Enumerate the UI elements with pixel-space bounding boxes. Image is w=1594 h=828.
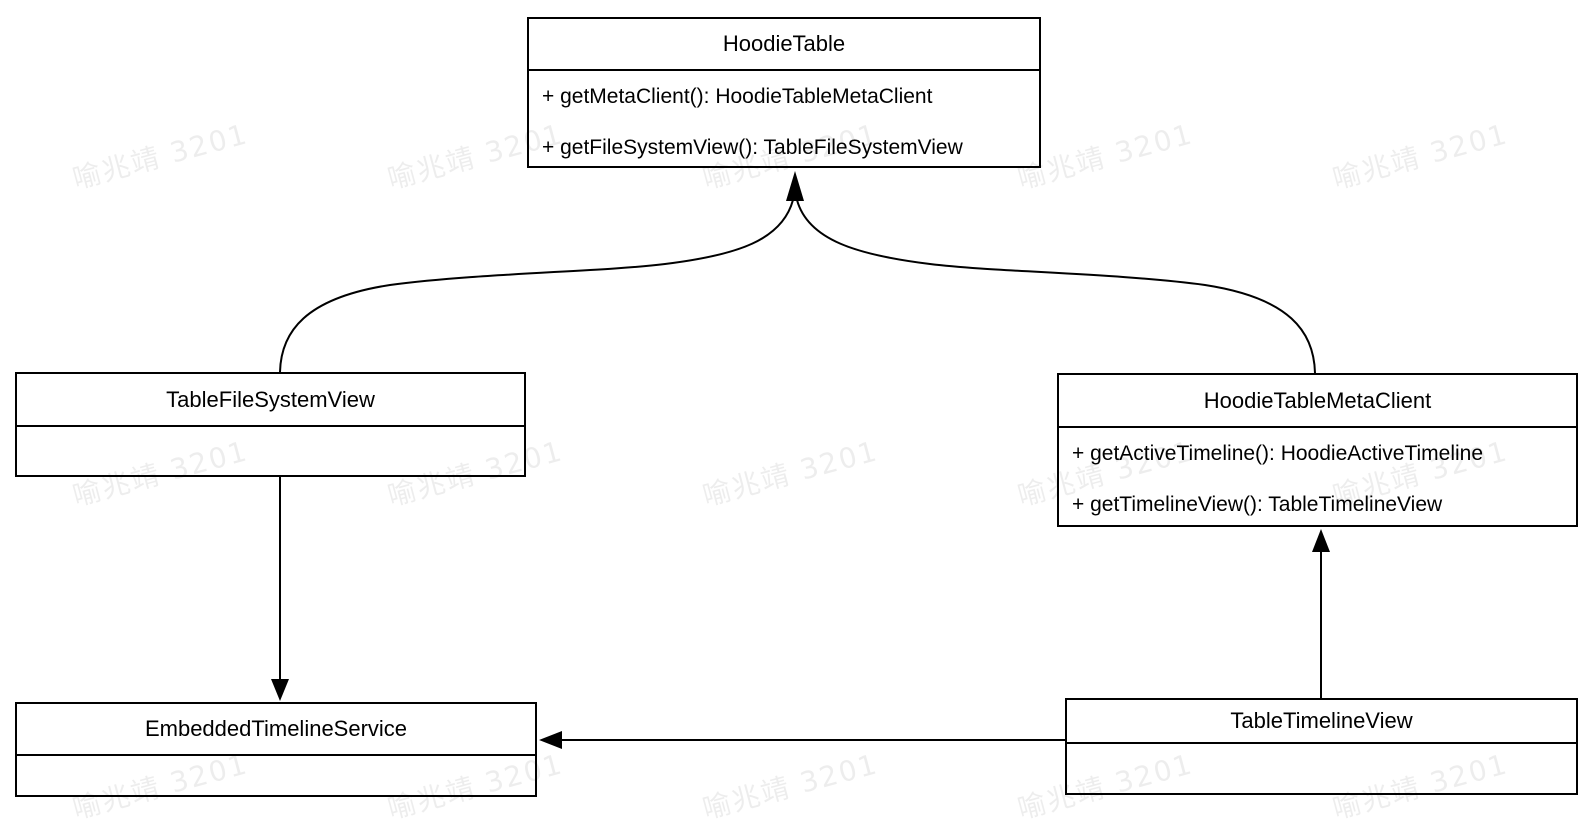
arrowhead-to-hoodietablemetaclient [1312, 529, 1330, 552]
arrowhead-to-embeddedtimelineservice-right [539, 731, 562, 749]
arrowhead-to-hoodietable [786, 171, 804, 201]
method-getmetaclient: + getMetaClient(): HoodieTableMetaClient [542, 84, 933, 108]
method-getfilesystemview: + getFileSystemView(): TableFileSystemVi… [542, 135, 963, 159]
arrowhead-to-embeddedtimelineservice-top [271, 679, 289, 701]
class-title-embeddedtimelineservice: EmbeddedTimelineService [17, 704, 535, 756]
class-tabletimelineview[interactable]: TableTimelineView [1065, 698, 1578, 795]
edge-hoodietablemetaclient-to-hoodietable[interactable] [796, 199, 1316, 374]
class-title-tablefilesystemview: TableFileSystemView [17, 374, 524, 427]
edge-tablefilesystemview-to-hoodietable[interactable] [279, 199, 794, 373]
method-gettimelineview: + getTimelineView(): TableTimelineView [1072, 492, 1443, 516]
class-hoodietable[interactable]: HoodieTable + getMetaClient(): HoodieTab… [527, 17, 1041, 168]
class-tablefilesystemview[interactable]: TableFileSystemView [15, 372, 526, 477]
class-title-hoodietable: HoodieTable [529, 19, 1039, 71]
class-title-hoodietablemetaclient: HoodieTableMetaClient [1059, 375, 1576, 428]
class-hoodietablemetaclient[interactable]: HoodieTableMetaClient + getActiveTimelin… [1057, 373, 1578, 527]
method-getactivetimeline: + getActiveTimeline(): HoodieActiveTimel… [1072, 441, 1484, 465]
class-embeddedtimelineservice[interactable]: EmbeddedTimelineService [15, 702, 537, 797]
class-title-tabletimelineview: TableTimelineView [1067, 700, 1576, 744]
